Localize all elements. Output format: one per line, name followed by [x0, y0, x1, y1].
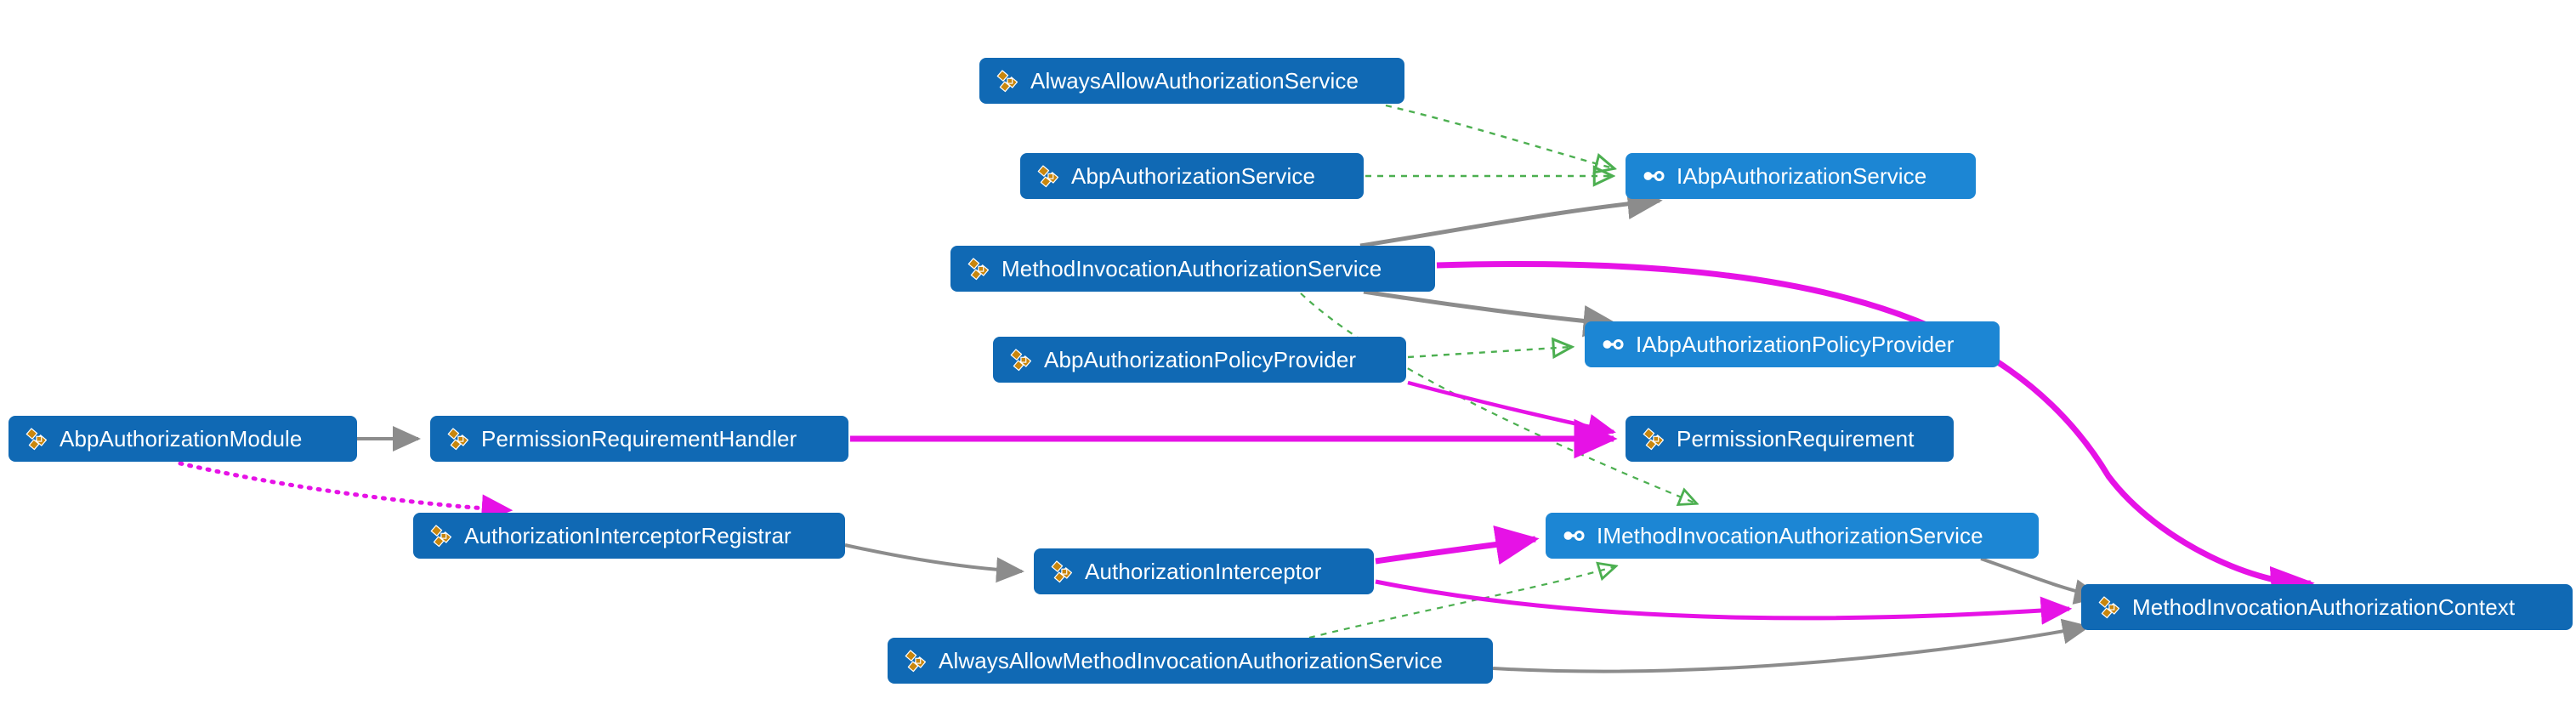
node-label: AlwaysAllowAuthorizationService	[1030, 68, 1359, 94]
class-icon	[905, 650, 927, 673]
node-label: AuthorizationInterceptorRegistrar	[464, 523, 792, 548]
node-abpauthorizationservice[interactable]: AbpAuthorizationService	[1020, 153, 1364, 199]
class-icon	[2098, 596, 2120, 619]
node-authorizationinterceptor[interactable]: AuthorizationInterceptor	[1034, 548, 1374, 594]
node-alwaysallowmethodinvocationauthorizationservice[interactable]: AlwaysAllowMethodInvocationAuthorization…	[888, 638, 1493, 684]
node-label: AbpAuthorizationPolicyProvider	[1044, 347, 1357, 372]
node-permissionrequirementhandler[interactable]: PermissionRequirementHandler	[430, 416, 848, 462]
class-icon	[1037, 165, 1059, 188]
edge-authorizationinterceptor-creates-imethodinvocationauthorizationservice	[1375, 525, 1540, 565]
node-label: IAbpAuthorizationPolicyProvider	[1636, 332, 1955, 357]
node-label: MethodInvocationAuthorizationContext	[2132, 594, 2516, 620]
node-authorizationinterceptorregistrar[interactable]: AuthorizationInterceptorRegistrar	[413, 513, 845, 559]
edge-methodinvocationauthorizationservice-creates-methodinvocationauthorizationcontext	[1436, 261, 2315, 606]
class-icon	[447, 428, 469, 451]
node-label: PermissionRequirementHandler	[481, 426, 797, 452]
interface-icon	[1563, 531, 1585, 541]
node-label: PermissionRequirement	[1677, 426, 1915, 452]
node-permissionrequirement[interactable]: PermissionRequirement	[1626, 416, 1954, 462]
edge-authorizationinterceptor-creates-methodinvocationauthorizationcontext	[1375, 579, 2073, 625]
node-iabpauthorizationpolicyprovider[interactable]: IAbpAuthorizationPolicyProvider	[1585, 321, 2000, 367]
edge-abpauthorizationpolicyprovider-creates-permissionrequirement	[1407, 380, 1616, 440]
node-imethodinvocationauthorizationservice[interactable]: IMethodInvocationAuthorizationService	[1546, 513, 2039, 559]
edge-abpauthorizationpolicyprovider-implements-iabpauthorizationpolicyprovider	[1407, 347, 1571, 357]
interface-icon	[1603, 339, 1624, 349]
edge-alwaysallowauthorizationservice-implements-iabpauthorizationservice	[1385, 104, 1614, 168]
edge-methodinvocationauthorizationservice-uses-iabpauthorizationpolicyprovider	[1363, 289, 1619, 338]
class-icon	[1010, 349, 1032, 372]
class-icon	[26, 428, 48, 451]
edge-abpauthorizationmodule-creates-authorizationinterceptorregistrar	[178, 461, 513, 523]
node-methodinvocationauthorizationcontext[interactable]: MethodInvocationAuthorizationContext	[2081, 584, 2573, 630]
node-iabpauthorizationservice[interactable]: IAbpAuthorizationService	[1626, 153, 1976, 199]
node-label: AbpAuthorizationService	[1071, 163, 1316, 189]
node-label: AbpAuthorizationModule	[60, 426, 303, 452]
class-icon	[1643, 428, 1665, 451]
node-label: MethodInvocationAuthorizationService	[1001, 256, 1382, 281]
node-alwaysallowauthorizationservice[interactable]: AlwaysAllowAuthorizationService	[979, 58, 1404, 104]
class-icon	[967, 258, 990, 281]
class-icon	[430, 525, 452, 548]
node-methodinvocationauthorizationservice[interactable]: MethodInvocationAuthorizationService	[950, 246, 1435, 292]
class-icon	[996, 70, 1018, 93]
node-abpauthorizationpolicyprovider[interactable]: AbpAuthorizationPolicyProvider	[993, 337, 1406, 383]
node-abpauthorizationmodule[interactable]: AbpAuthorizationModule	[9, 416, 357, 462]
edge-authorizationinterceptorregistrar-uses-authorizationinterceptor	[844, 543, 1024, 583]
edge-alwaysallowmethodinvocationauthorizationservice-uses-methodinvocationauthorizationcontext	[1492, 618, 2091, 673]
edge-methodinvocationauthorizationservice-implements-imethodinvocationauthorizationservice	[1300, 293, 1696, 503]
interface-icon	[1643, 171, 1665, 181]
edge-methodinvocationauthorizationservice-uses-iabpauthorizationservice	[1359, 187, 1663, 248]
node-label: AlwaysAllowMethodInvocationAuthorization…	[939, 648, 1443, 673]
node-label: IAbpAuthorizationService	[1677, 163, 1927, 189]
class-icon	[1051, 560, 1073, 583]
node-label: AuthorizationInterceptor	[1085, 559, 1322, 584]
node-label: IMethodInvocationAuthorizationService	[1597, 523, 1983, 548]
